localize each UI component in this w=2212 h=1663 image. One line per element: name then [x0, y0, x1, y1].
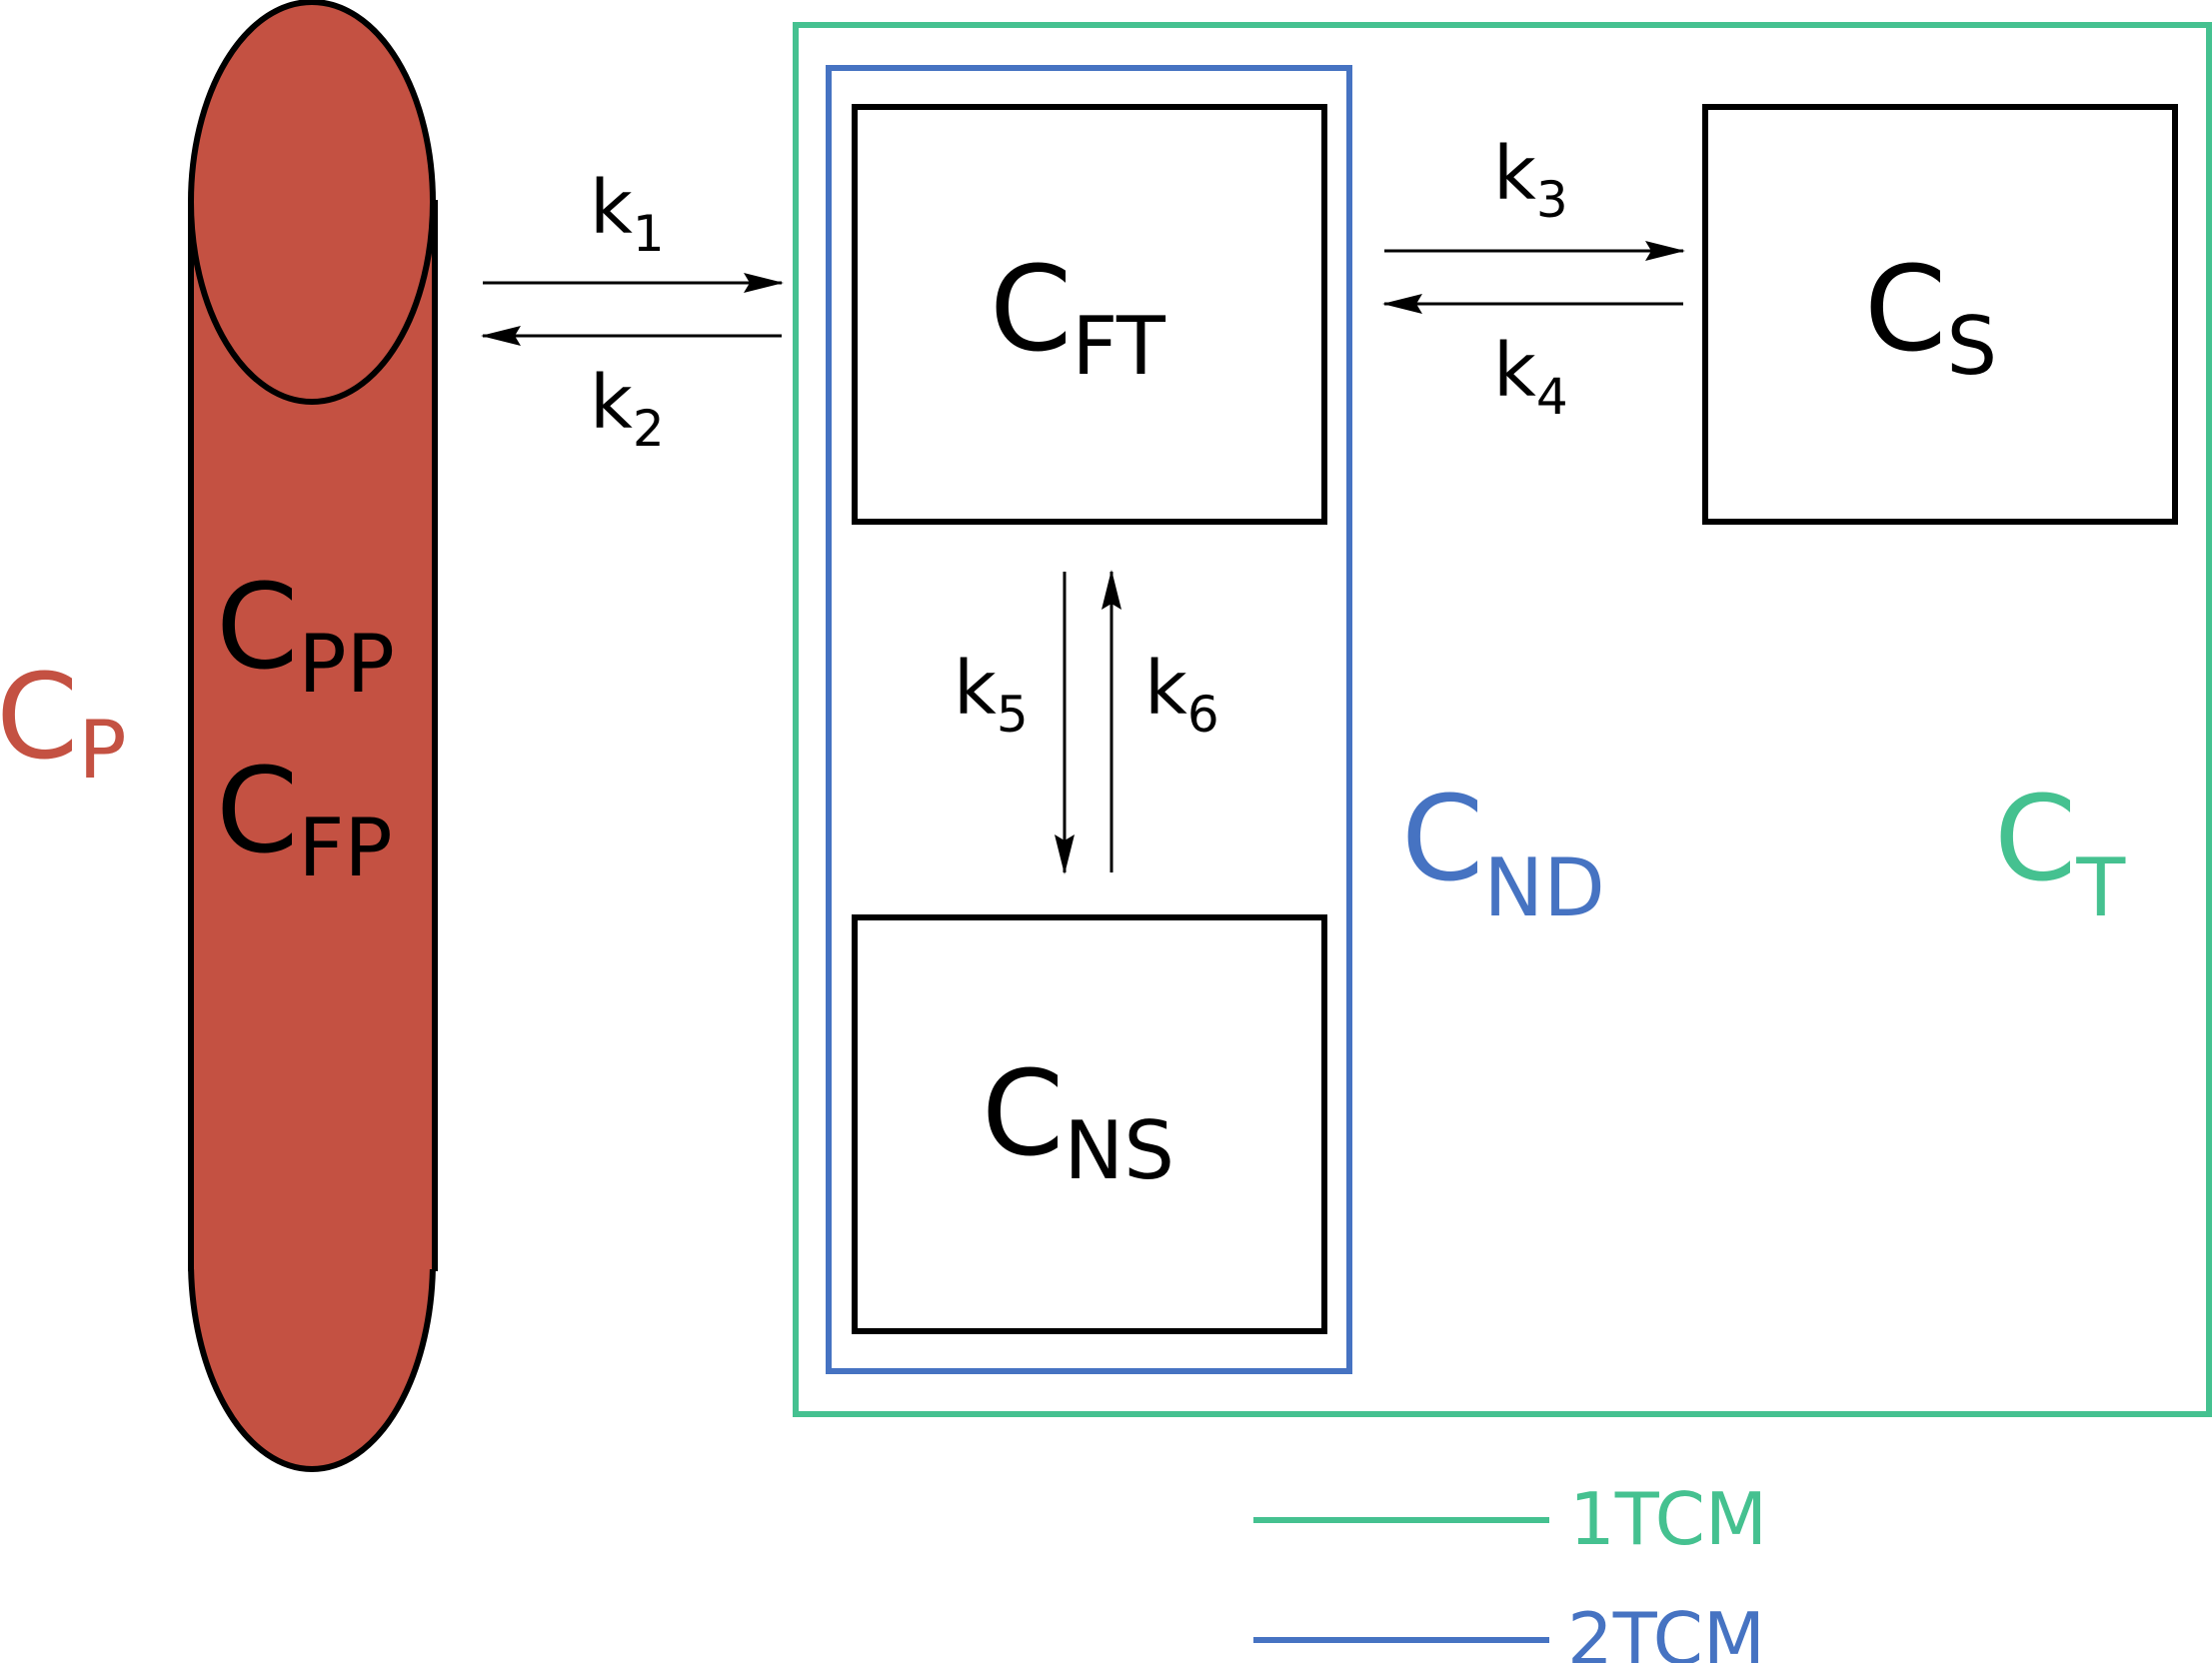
k5-sub: 5 — [997, 686, 1029, 744]
s-sub: S — [1946, 300, 1997, 393]
fp-sub: FP — [298, 802, 392, 894]
nondisplaceable-box — [826, 65, 1352, 1374]
k4-label: k4 — [1493, 328, 1568, 426]
pp-main: C — [216, 558, 298, 696]
s-main: C — [1864, 240, 1946, 378]
k6-sub: 6 — [1187, 686, 1219, 744]
plasma-cylinder — [188, 0, 438, 1472]
free-tissue-compartment — [852, 104, 1327, 525]
nd-main: C — [1401, 770, 1483, 907]
fp-main: C — [216, 742, 298, 879]
ns-sub: NS — [1064, 1104, 1174, 1197]
legend: 1TCM 2TCM — [1253, 1477, 1767, 1663]
ft-main: C — [990, 240, 1072, 378]
pp-sub: PP — [298, 618, 394, 711]
plasma-free-label: CFP — [216, 742, 393, 894]
plasma-label: CP — [0, 648, 127, 797]
legend-1tcm-label: 1TCM — [1569, 1477, 1767, 1561]
specific-binding-label: CS — [1864, 240, 1997, 393]
k3-main: k — [1493, 131, 1536, 217]
ns-main: C — [982, 1044, 1064, 1182]
k2-main: k — [590, 360, 633, 446]
plasma-protein-bound-label: CPP — [216, 558, 395, 711]
k4-sub: 4 — [1536, 368, 1568, 426]
k1-label: k1 — [590, 165, 665, 263]
free-tissue-label: CFT — [990, 240, 1166, 393]
nondisplaceable-label: CND — [1401, 770, 1605, 934]
legend-2tcm-label: 2TCM — [1567, 1597, 1765, 1663]
plasma-cylinder-cover — [194, 1049, 432, 1269]
k1-sub: 1 — [633, 205, 665, 263]
total-tissue-label: CT — [1994, 770, 2126, 934]
k6-label: k6 — [1144, 646, 1219, 744]
plasma-label-sub: P — [78, 704, 126, 797]
specific-binding-compartment — [1702, 104, 2178, 525]
nd-sub: ND — [1483, 841, 1604, 934]
k4-main: k — [1493, 328, 1536, 414]
k1-main: k — [590, 165, 633, 251]
plasma-label-main: C — [0, 648, 78, 786]
nonspecific-binding-label: CNS — [982, 1044, 1174, 1197]
nonspecific-binding-compartment — [852, 914, 1327, 1334]
k5-label: k5 — [954, 646, 1029, 744]
k3-sub: 3 — [1536, 171, 1568, 229]
total-tissue-box — [793, 22, 2212, 1417]
t-main: C — [1994, 770, 2076, 907]
ft-sub: FT — [1072, 300, 1166, 393]
k6-main: k — [1144, 646, 1187, 732]
plasma-cylinder-top — [188, 0, 436, 405]
t-sub: T — [2075, 841, 2126, 934]
k2-label: k2 — [590, 360, 665, 458]
k5-main: k — [954, 646, 997, 732]
k3-label: k3 — [1493, 131, 1568, 229]
k2-sub: 2 — [633, 400, 665, 458]
